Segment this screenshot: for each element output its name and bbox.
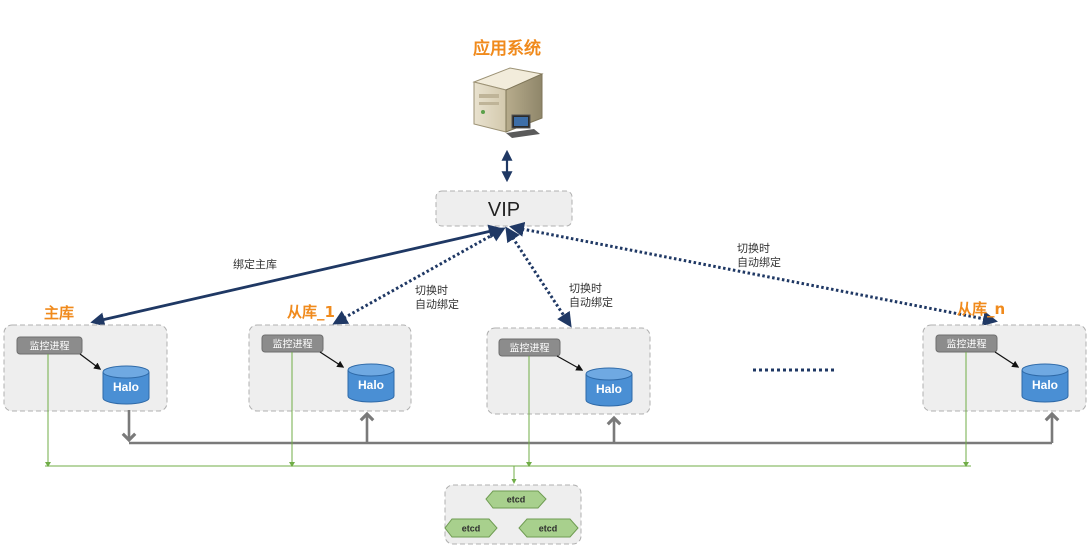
switch-note-2-line2: 自动绑定: [569, 295, 613, 309]
slave1-label: 从库_1: [287, 303, 335, 321]
halo-label: Halo: [358, 378, 384, 392]
monitor-process-label: 监控进程: [273, 338, 313, 351]
etcd-node-icon: [485, 490, 547, 509]
etcd-monitor-lines: [45, 352, 971, 484]
etcd-node-icon: [444, 518, 498, 538]
halo-label: Halo: [113, 380, 139, 394]
bind-master-label: 绑定主库: [233, 257, 277, 271]
monitor-process-label: 监控进程: [30, 340, 70, 353]
halo-label: Halo: [1032, 378, 1058, 392]
switch-note-1-line2: 自动绑定: [415, 297, 459, 311]
slaven-label: 从库_n: [957, 300, 1005, 318]
halo-db-icon: [102, 365, 150, 405]
etcd-cluster: [444, 484, 582, 545]
vip-label: VIP: [488, 199, 520, 221]
vip-box: [435, 190, 573, 227]
server-icon: [472, 67, 544, 138]
switch-note-3-line2: 自动绑定: [737, 255, 781, 269]
app-system-title: 应用系统: [473, 38, 541, 59]
switch-note-2-line1: 切换时: [569, 281, 602, 295]
halo-db-icon: [347, 363, 395, 403]
switch-note-1-line1: 切换时: [415, 283, 448, 297]
vip-slave2-link: [505, 226, 572, 328]
node-master: 监控进程 Halo: [3, 324, 168, 412]
monitor-process-label: 监控进程: [947, 338, 987, 351]
replication-bus: [121, 410, 1060, 445]
node-slave-1: 监控进程 Halo: [248, 324, 412, 412]
vip-slaven-link: [509, 221, 998, 327]
node-slave-n: 监控进程 Halo: [922, 324, 1087, 412]
etcd-label: etcd: [539, 524, 558, 534]
node-slave-2: 监控进程 Halo: [486, 327, 651, 415]
halo-label: Halo: [596, 382, 622, 396]
etcd-label: etcd: [507, 495, 526, 505]
vip-slave1-link: [332, 227, 506, 325]
monitor-process-label: 监控进程: [510, 342, 550, 355]
monitor-process-box: [16, 336, 83, 355]
master-label: 主库: [44, 304, 74, 322]
etcd-node-icon: [518, 518, 579, 538]
halo-db-icon: [585, 367, 633, 407]
halo-db-icon: [1021, 363, 1069, 403]
switch-note-3-line1: 切换时: [737, 241, 770, 255]
green-tick-arrows: [45, 462, 969, 467]
etcd-label: etcd: [462, 524, 481, 534]
